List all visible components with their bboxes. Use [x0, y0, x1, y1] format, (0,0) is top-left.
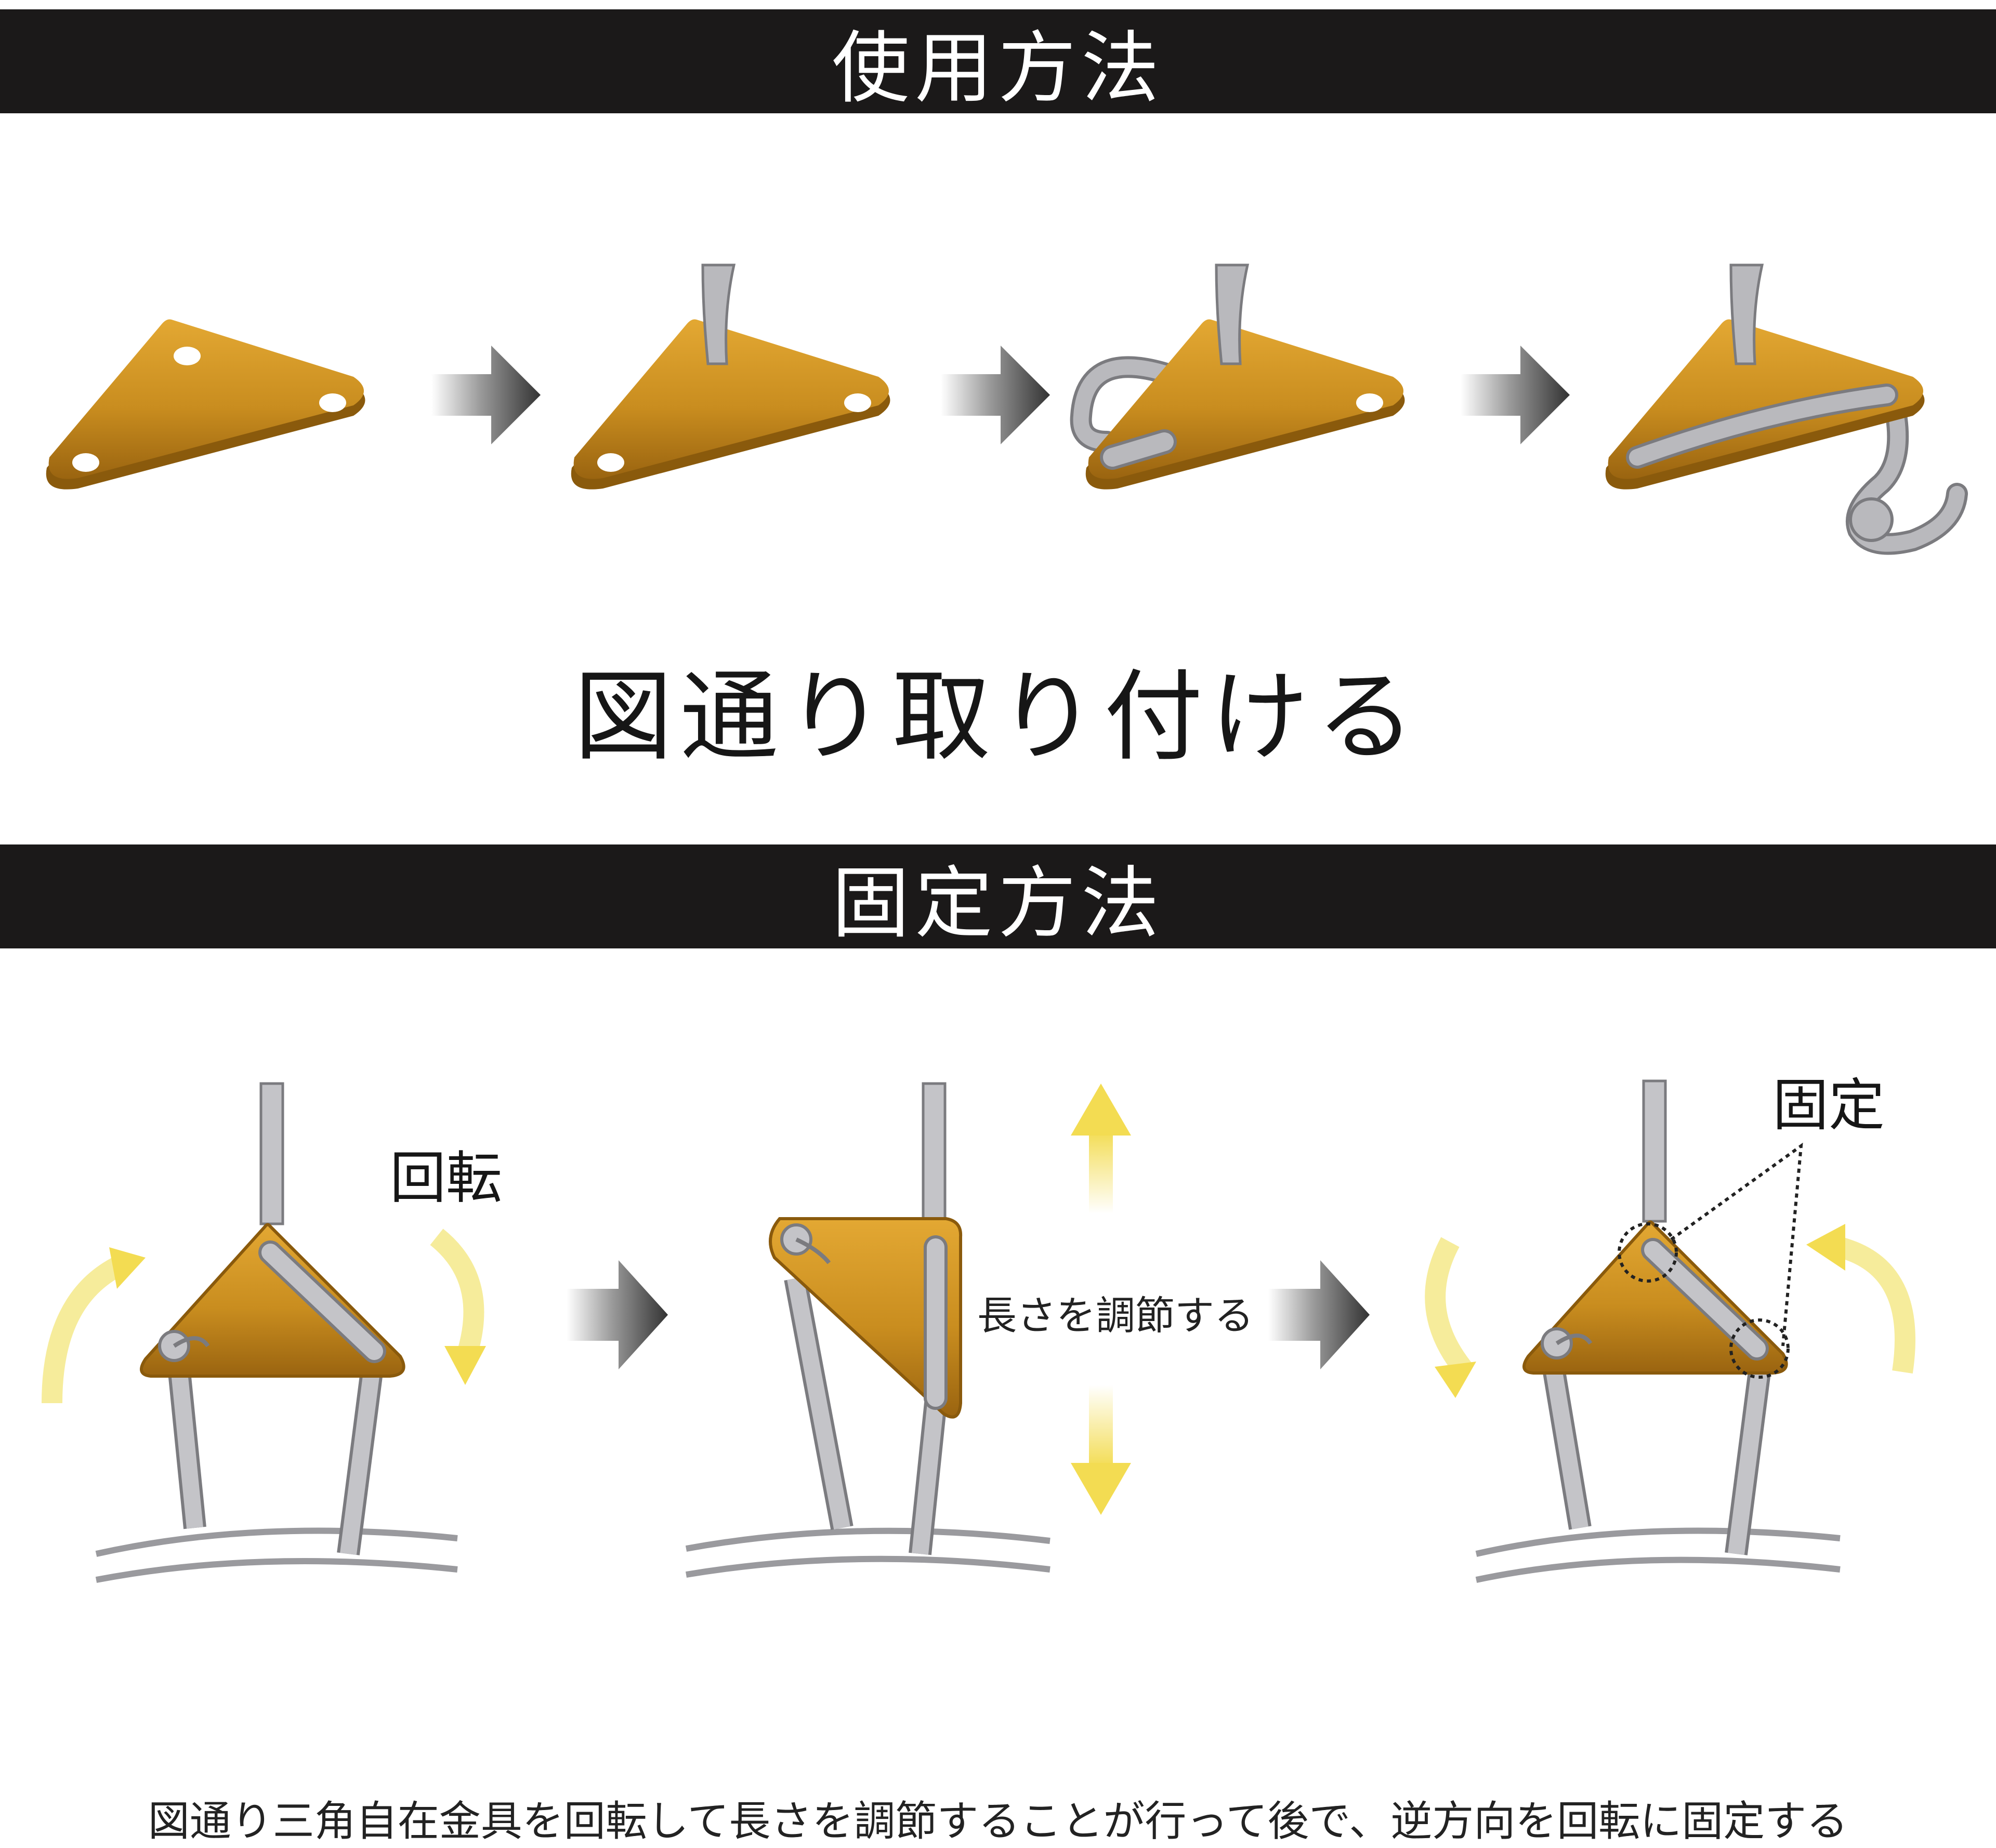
usage-step-1-plate [46, 319, 365, 490]
footer-note: 図通り三角自在金具を回転して長さを調節することが行って後で、逆方向を回転に固定す… [148, 1797, 1848, 1845]
adjust-length-label: 長さを調節する [977, 1292, 1254, 1339]
step-arrow-2 [941, 346, 1050, 444]
usage-header-band: 使用方法 [0, 9, 1996, 114]
step-arrow-3 [1461, 346, 1570, 444]
fixing-title: 固定方法 [831, 858, 1164, 949]
rotate-label: 回転 [390, 1146, 503, 1211]
fixing-arrow-2 [1268, 1260, 1370, 1369]
fixing-step-2 [685, 1082, 1131, 1578]
usage-caption: 図通り取り付ける [573, 659, 1422, 774]
fixing-header-band: 固定方法 [0, 844, 1996, 949]
fixing-step-1 [42, 1082, 486, 1583]
fixed-label: 固定 [1772, 1073, 1885, 1138]
usage-step-4-plate [1605, 263, 1968, 555]
step-arrow-1 [431, 346, 541, 444]
usage-step-2-plate [571, 263, 890, 490]
fixing-step-3 [1425, 1079, 1915, 1583]
usage-title: 使用方法 [831, 23, 1164, 114]
usage-step-3-plate [1070, 263, 1405, 490]
fixing-arrow-1 [567, 1260, 668, 1369]
